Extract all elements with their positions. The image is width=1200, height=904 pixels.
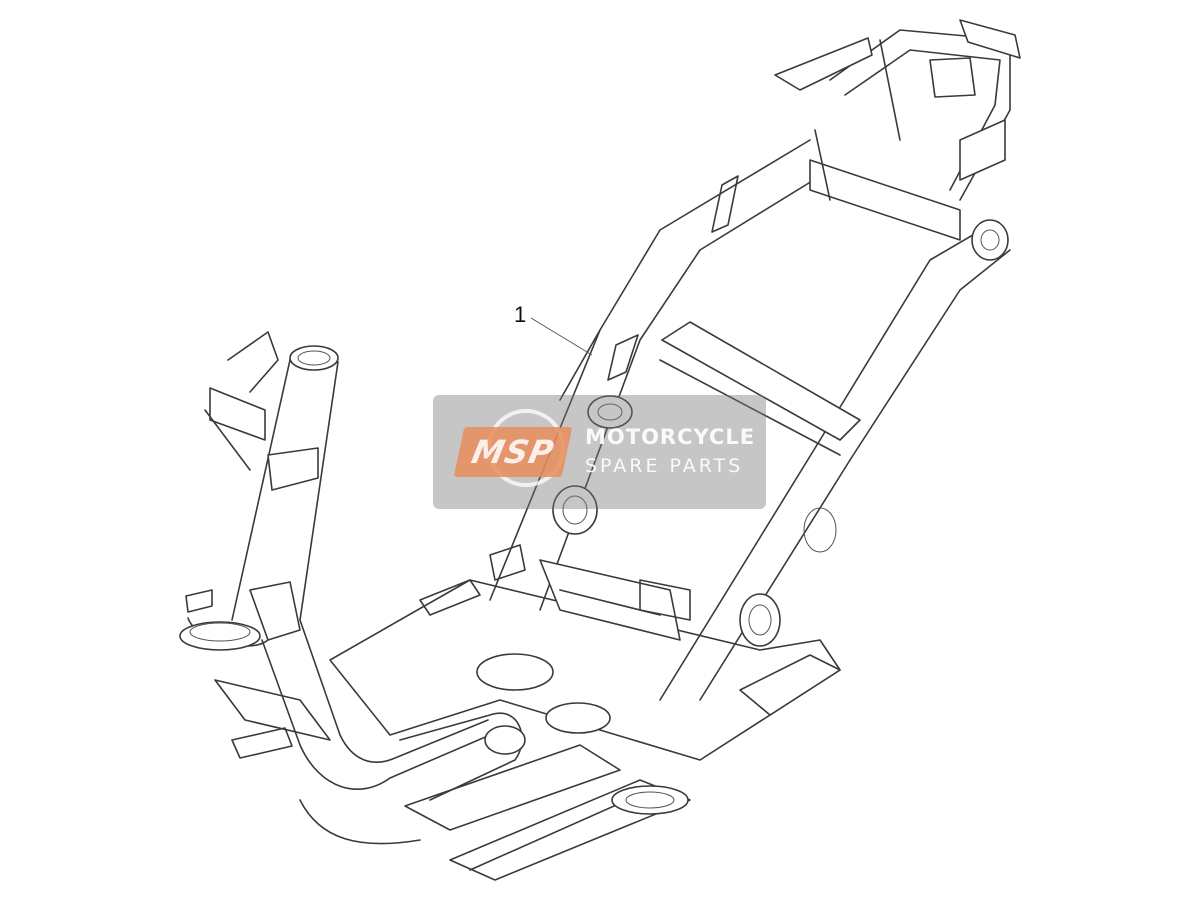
side-brackets: [419, 544, 841, 716]
cross-members: [539, 159, 961, 641]
down-tube: [214, 581, 491, 845]
steering-head-tube: [179, 331, 339, 651]
callout-label: 1: [514, 302, 526, 327]
watermark-title: MOTORCYCLE: [585, 425, 756, 449]
rear-loop: [774, 19, 1021, 201]
leader-line: [530, 317, 593, 356]
right-main-rail: [659, 219, 1011, 701]
msp-logo: MSP: [453, 427, 573, 477]
logo-text: MSP: [468, 433, 558, 471]
watermark-subtitle: SPARE PARTS: [585, 455, 744, 477]
floor-pan: [329, 579, 841, 881]
callout-1: 1: [514, 302, 593, 356]
watermark: MSP MOTORCYCLE SPARE PARTS: [433, 395, 766, 509]
